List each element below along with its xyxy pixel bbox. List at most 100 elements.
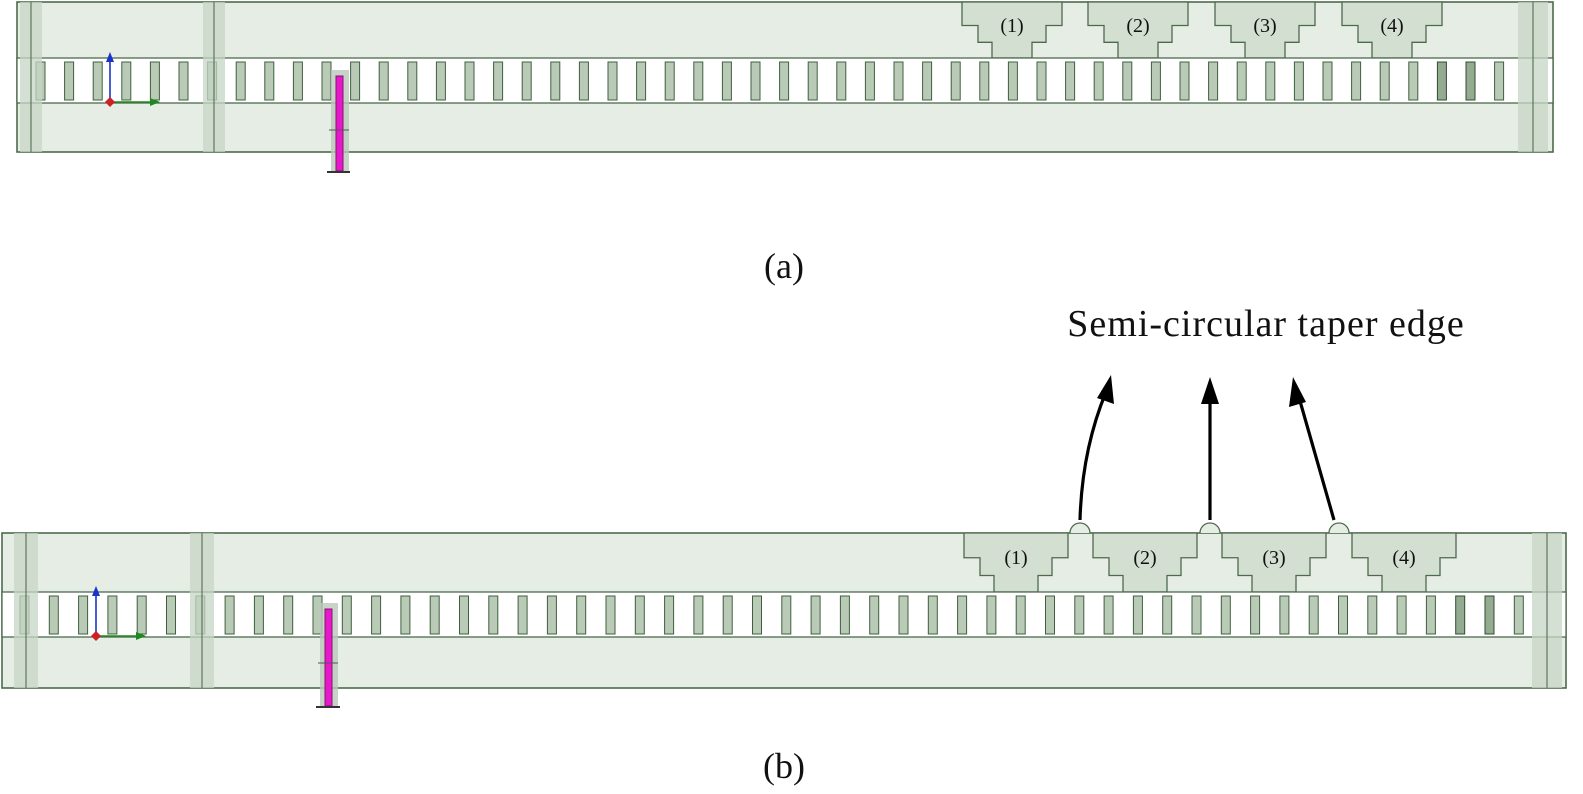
axis-origin-icon [105,97,115,107]
slot [721,61,732,101]
panel-b-probe-icon [316,603,340,708]
port-label: (2) [1126,15,1149,37]
annotation-text: Semi-circular taper edge [1067,303,1464,345]
axis-origin-icon [91,631,101,641]
slot [64,61,75,101]
slot [1425,595,1436,635]
slot [893,61,904,101]
annotation-arrowhead-2-icon [1201,377,1219,404]
slot [607,61,618,101]
slot [1208,61,1219,101]
slot [1484,595,1495,635]
slot [166,595,176,635]
slot [836,61,847,101]
panel-a-model: (1) (2) (3) (4) [16,1,1554,173]
port-label: (2) [1133,547,1156,569]
slot [1338,595,1348,635]
annotation-arrowhead-1-icon [1097,375,1114,404]
slot [136,595,147,635]
slot [979,61,990,101]
panel-a-tapers: (1) (2) (3) (4) [961,1,1443,59]
axis-z-arrow-icon [92,586,100,596]
slot [78,595,89,635]
slot [459,595,469,635]
axis-z-arrow-icon [106,52,114,62]
slot [693,595,704,635]
slot [350,61,361,101]
slot [1367,595,1378,635]
slot [121,61,132,101]
slot [224,595,235,635]
slot [1179,61,1190,101]
port-label: (4) [1392,547,1415,569]
port-label: (1) [1004,547,1027,569]
panel-b-caption: (b) [763,746,805,786]
slot [752,595,762,635]
slot [253,595,264,635]
slot [149,61,160,101]
slot [898,595,909,635]
slot [576,595,587,635]
slot [550,61,561,101]
slot [605,595,616,635]
panel-a-probe-icon [327,70,350,173]
slot [664,595,675,635]
slot [371,595,382,635]
panel-a-absorber-strips [20,2,1548,152]
slot [950,61,961,101]
slot [435,61,446,101]
slot [722,595,733,635]
slot [1293,61,1304,101]
annotation-arrow-1 [1078,391,1108,521]
slot [407,61,418,101]
slot [864,61,875,101]
panel-b-absorber-strips [14,533,1562,688]
slot [107,595,118,635]
slot [321,61,332,101]
slot [178,61,189,101]
port-label: (1) [1000,15,1023,37]
slot [750,61,761,101]
slot [1007,61,1018,101]
port-label: (4) [1380,15,1403,37]
slot [1265,61,1276,101]
slot [341,595,352,635]
slot [779,61,790,101]
slot [1045,595,1055,635]
slot [1236,61,1247,101]
panel-a-caption: (a) [764,246,804,286]
slot [1351,61,1362,101]
slot [1322,61,1333,101]
slot [664,61,675,101]
slot [922,61,933,101]
slot [517,595,528,635]
slot [1122,61,1133,101]
slot [488,595,499,635]
slot [986,595,997,635]
slot [1455,595,1466,635]
slot [264,61,275,101]
axis-x-arrow-icon [136,632,146,640]
slot [1132,595,1143,635]
slot [781,595,792,635]
port-label: (3) [1253,15,1276,37]
slot [546,595,557,635]
axis-x-arrow-icon [150,98,160,106]
semi-circular-edge [1328,522,1350,534]
slot [957,595,968,635]
slot [578,61,589,101]
slot [400,595,411,635]
slot [807,61,818,101]
slot [636,61,647,101]
slot [292,61,303,101]
slot [429,595,440,635]
annotation-arrowhead-3-icon [1289,377,1306,407]
slot [1408,61,1419,101]
slot [1396,595,1407,635]
slot [378,61,389,101]
slot [1162,595,1173,635]
port-label: (3) [1262,547,1285,569]
semi-circular-edge [1069,522,1091,534]
slot [1436,61,1447,101]
